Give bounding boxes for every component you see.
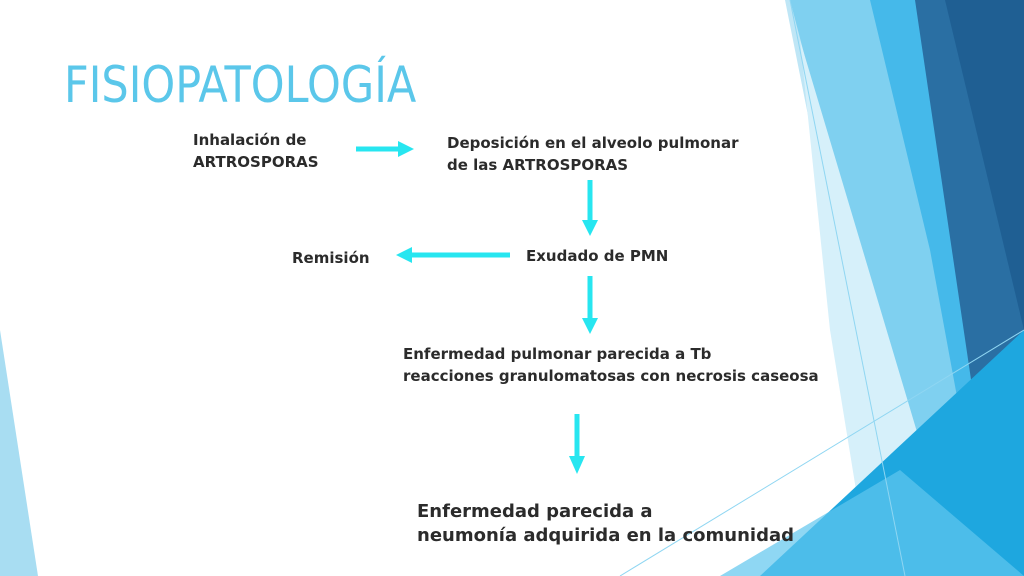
left-accent-strip bbox=[0, 330, 38, 576]
node-inhalacion-line-2: ARTROSPORAS bbox=[193, 153, 319, 171]
right-facet-bottom-light bbox=[720, 470, 1024, 576]
node-neumonia: Enfermedad parecida a neumonía adquirida… bbox=[417, 500, 794, 548]
node-deposicion-line-2: de las ARTROSPORAS bbox=[447, 156, 629, 174]
arrow-down-exudado-to-enfermedad-tb bbox=[582, 276, 598, 334]
node-neumonia-line-1: Enfermedad parecida a bbox=[417, 501, 653, 522]
decor-thin-line-2 bbox=[619, 329, 1024, 576]
node-deposicion: Deposición en el alveolo pulmonar de las… bbox=[447, 132, 738, 176]
slide-title: FISIOPATOLOGÍA bbox=[64, 56, 417, 114]
node-enfermedad-tb: Enfermedad pulmonar parecida a Tb reacci… bbox=[403, 343, 819, 387]
arrow-left-exudado-to-remision bbox=[396, 247, 510, 263]
node-inhalacion: Inhalación de ARTROSPORAS bbox=[193, 129, 319, 173]
arrow-right-inhalacion-to-deposicion bbox=[356, 141, 414, 157]
node-remision: Remisión bbox=[292, 247, 370, 269]
arrow-down-enfermedad-tb-to-neumonia bbox=[569, 414, 585, 474]
right-facet-deep bbox=[945, 0, 1024, 330]
node-neumonia-line-2: neumonía adquirida en la comunidad bbox=[417, 525, 794, 546]
node-exudado: Exudado de PMN bbox=[526, 245, 668, 267]
node-remision-line-1: Remisión bbox=[292, 249, 370, 267]
node-exudado-line-1: Exudado de PMN bbox=[526, 247, 669, 265]
arrow-down-deposicion-to-exudado bbox=[582, 180, 598, 236]
node-deposicion-line-1: Deposición en el alveolo pulmonar bbox=[447, 134, 739, 152]
node-enfermedad-tb-line-1: Enfermedad pulmonar parecida a Tb bbox=[403, 345, 712, 363]
node-enfermedad-tb-line-2: reacciones granulomatosas con necrosis c… bbox=[403, 367, 819, 385]
node-inhalacion-line-1: Inhalación de bbox=[193, 131, 307, 149]
decor-thin-line-1 bbox=[789, 0, 906, 576]
